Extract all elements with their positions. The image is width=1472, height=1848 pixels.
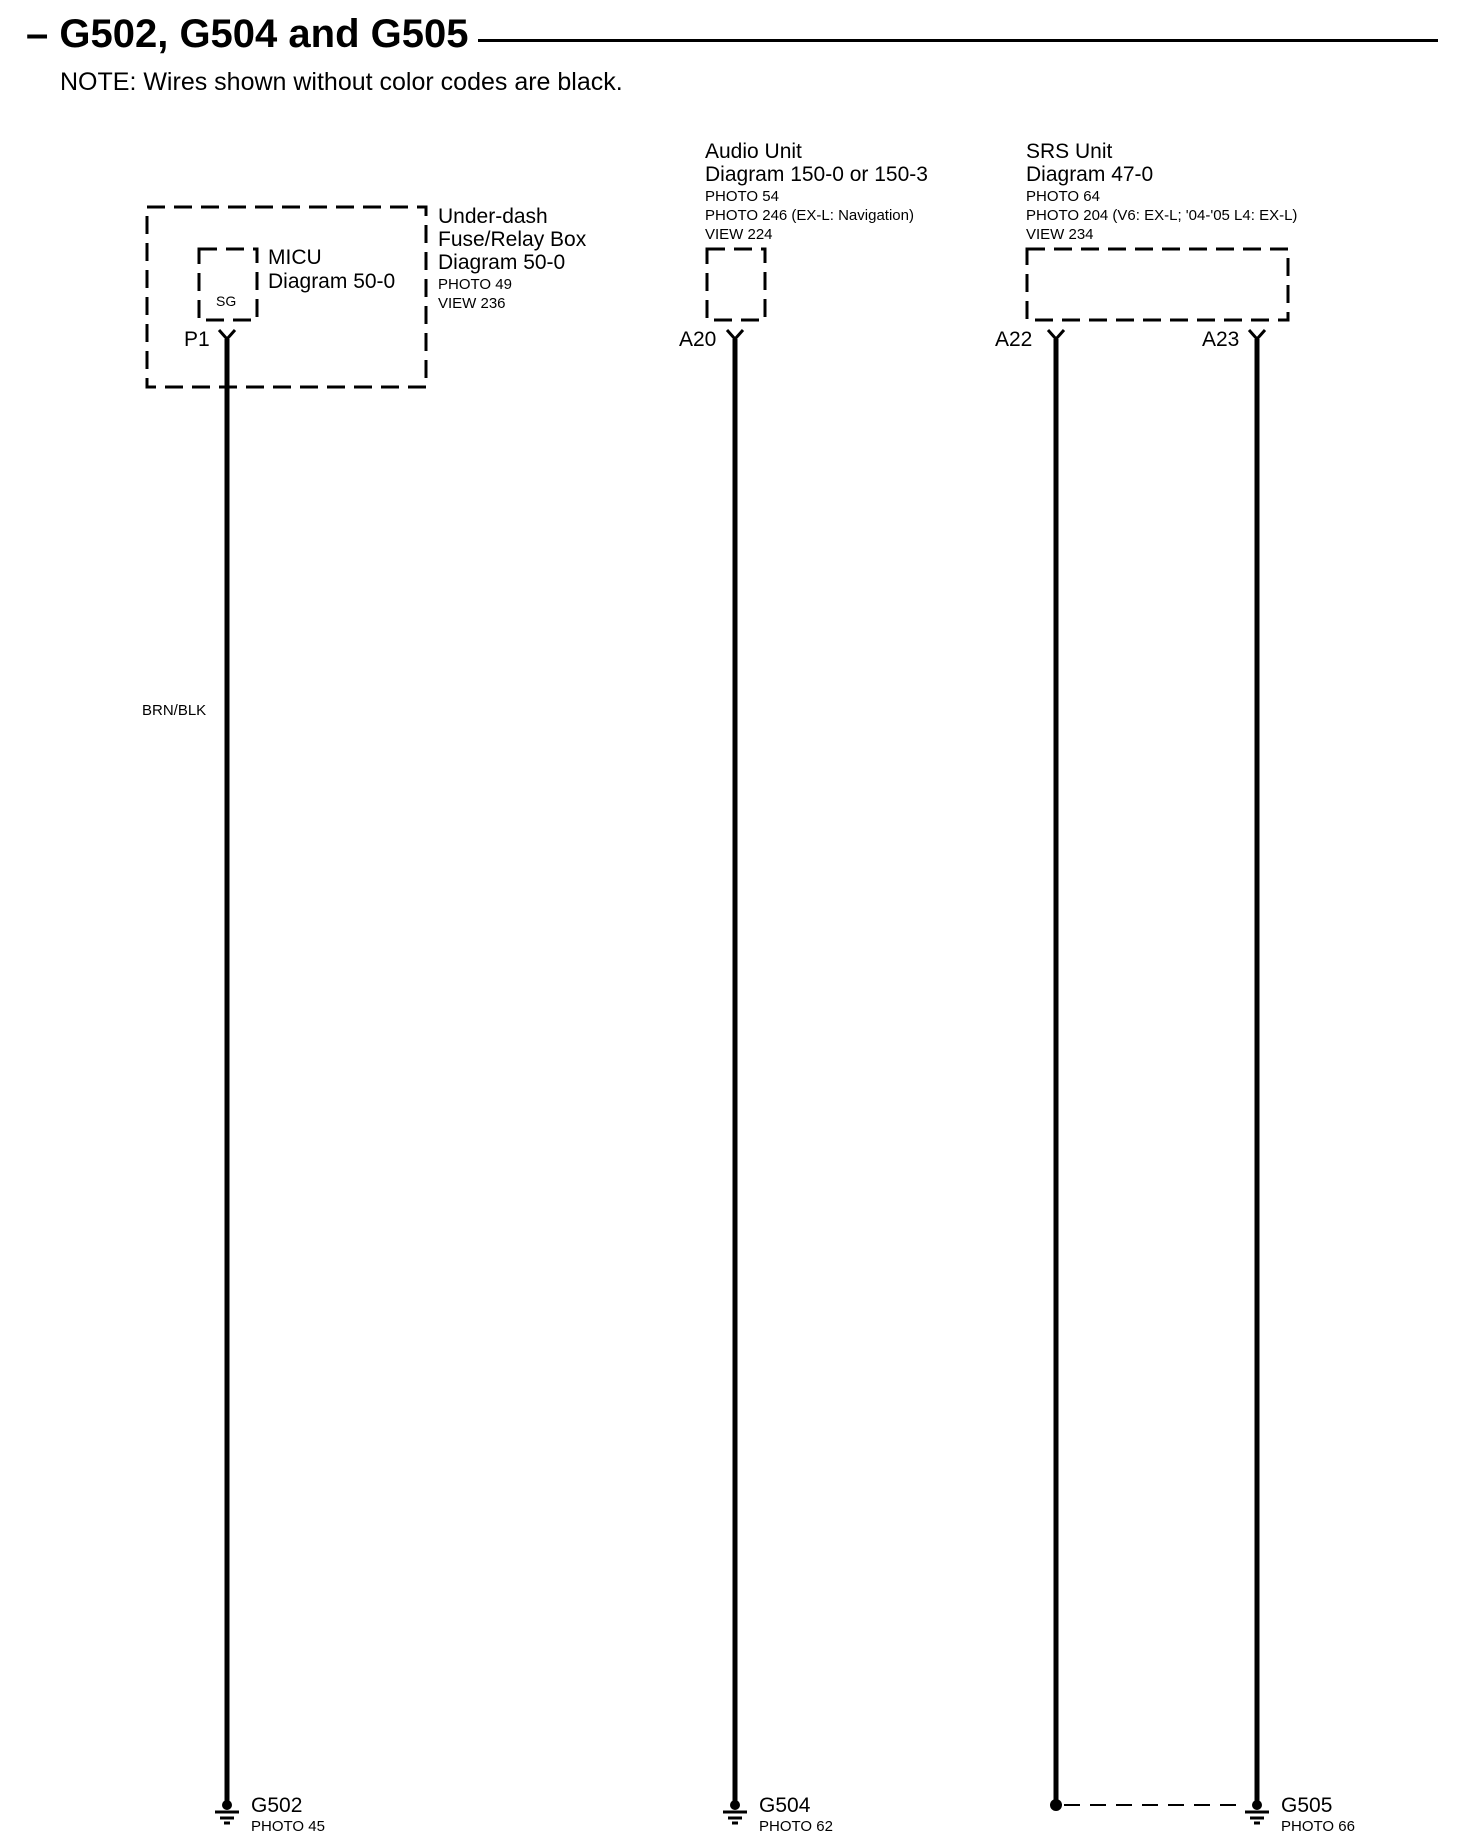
title-rule bbox=[478, 39, 1438, 42]
pin-a20-connector bbox=[725, 329, 745, 342]
underdash-photo-ref: PHOTO 49 bbox=[438, 276, 512, 293]
underdash-diagram-ref: Diagram 50-0 bbox=[438, 251, 565, 274]
srs-unit-view-ref: VIEW 234 bbox=[1026, 226, 1094, 243]
pin-a23-connector bbox=[1247, 329, 1267, 342]
micu-box bbox=[197, 247, 259, 322]
srs-unit-photo-ref: PHOTO 64 bbox=[1026, 188, 1100, 205]
ground-g504-label: G504 bbox=[759, 1794, 811, 1817]
underdash-name: Under-dash bbox=[438, 205, 548, 228]
audio-unit-view-ref: VIEW 224 bbox=[705, 226, 773, 243]
pin-a20-label: A20 bbox=[679, 328, 716, 351]
ground-g505-icon bbox=[1245, 1800, 1269, 1825]
srs-unit-box bbox=[1025, 247, 1290, 322]
pin-p1-connector bbox=[217, 329, 237, 342]
pin-p1-label: P1 bbox=[184, 328, 210, 351]
audio-unit-photo2-ref: PHOTO 246 (EX-L: Navigation) bbox=[705, 207, 914, 224]
audio-unit-photo-ref: PHOTO 54 bbox=[705, 188, 779, 205]
pin-a23-label: A23 bbox=[1202, 328, 1239, 351]
pin-a22-connector bbox=[1046, 329, 1066, 342]
ground-g504-icon bbox=[723, 1800, 747, 1825]
audio-unit-box bbox=[705, 247, 767, 322]
ground-g502-icon bbox=[215, 1800, 239, 1825]
micu-terminal-label: SG bbox=[216, 293, 236, 309]
wire-junction-dot bbox=[1050, 1799, 1062, 1811]
underdash-fuse-relay-box bbox=[145, 205, 428, 389]
diagram-title: – G502, G504 and G505 bbox=[26, 12, 469, 56]
srs-unit-photo2-ref: PHOTO 204 (V6: EX-L; '04-'05 L4: EX-L) bbox=[1026, 207, 1297, 224]
micu-name: MICU bbox=[268, 246, 322, 269]
wire-color-brn-blk: BRN/BLK bbox=[142, 702, 206, 719]
pin-a22-label: A22 bbox=[995, 328, 1032, 351]
srs-unit-name: SRS Unit bbox=[1026, 140, 1113, 163]
srs-unit-diagram-ref: Diagram 47-0 bbox=[1026, 163, 1153, 186]
audio-unit-name: Audio Unit bbox=[705, 140, 802, 163]
ground-g504-photo: PHOTO 62 bbox=[759, 1818, 833, 1835]
wire-color-note: NOTE: Wires shown without color codes ar… bbox=[60, 68, 623, 96]
ground-g505-photo: PHOTO 66 bbox=[1281, 1818, 1355, 1835]
ground-g505-label: G505 bbox=[1281, 1794, 1332, 1817]
ground-g502-photo: PHOTO 45 bbox=[251, 1818, 325, 1835]
underdash-view-ref: VIEW 236 bbox=[438, 295, 506, 312]
underdash-name2: Fuse/Relay Box bbox=[438, 228, 587, 251]
ground-g502-label: G502 bbox=[251, 1794, 302, 1817]
audio-unit-diagram-ref: Diagram 150-0 or 150-3 bbox=[705, 163, 928, 186]
micu-diagram-ref: Diagram 50-0 bbox=[268, 270, 395, 293]
